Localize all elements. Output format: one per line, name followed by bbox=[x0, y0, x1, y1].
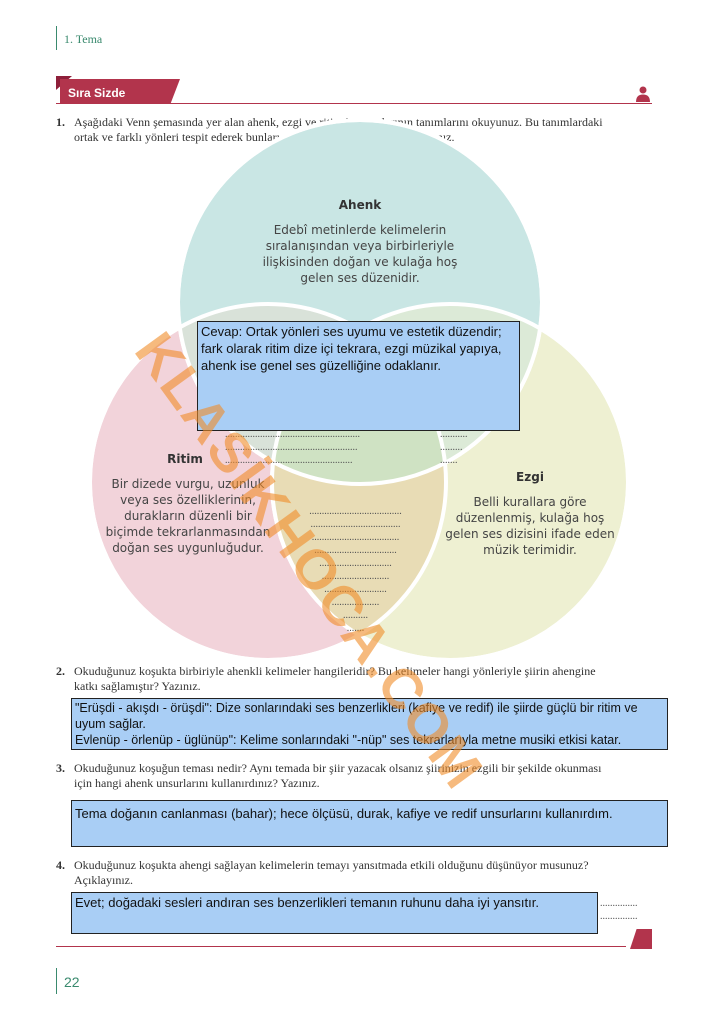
question-4-text-line1: Okuduğunuz koşukta ahengi sağlayan kelim… bbox=[74, 858, 589, 872]
question-3-number: 3. bbox=[56, 761, 65, 775]
answer-3-text: Tema doğanın canlanması (bahar); hece öl… bbox=[75, 806, 613, 821]
answer-box-2[interactable]: "Erüşdi - akışdı - örüşdi": Dize sonları… bbox=[71, 698, 668, 750]
ezgi-definition: Belli kurallara göre düzenlenmiş, kulağa… bbox=[445, 495, 615, 557]
answer-box-4[interactable]: Evet; doğadaki sesleri andıran ses benze… bbox=[71, 892, 598, 934]
answer-1-line3: ahenk ise genel ses güzelliğine odaklanı… bbox=[201, 358, 441, 373]
section-rule bbox=[56, 103, 652, 104]
answer-2-line2: uyum sağlar. bbox=[75, 717, 146, 731]
person-icon bbox=[636, 86, 650, 102]
answer-2-line1: "Erüşdi - akışdı - örüşdi": Dize sonları… bbox=[75, 701, 638, 715]
answer-box-1[interactable]: Cevap: Ortak yönleri ses uyumu ve esteti… bbox=[197, 321, 520, 431]
header-accent-line bbox=[56, 26, 57, 50]
answer-4-text: Evet; doğadaki sesleri andıran ses benze… bbox=[75, 895, 539, 910]
question-2-number: 2. bbox=[56, 664, 65, 678]
answer-box-3[interactable]: Tema doğanın canlanması (bahar); hece öl… bbox=[71, 800, 668, 847]
answer-1-line2: fark olarak ritim dize içi tekrara, ezgi… bbox=[201, 341, 502, 356]
question-4-answer-lines: ............... ............... bbox=[600, 898, 638, 922]
chapter-label: 1. Tema bbox=[64, 32, 103, 46]
ahenk-ritim-answer-lines: ........................................… bbox=[225, 429, 360, 466]
question-1-number: 1. bbox=[56, 115, 65, 129]
question-2-text-line2: katkı sağlamıştır? Yazınız. bbox=[74, 679, 201, 693]
ritim-definition: Bir dizede vurgu, uzunluk veya ses özell… bbox=[105, 477, 271, 555]
question-3-text-line2: için hangi ahenk unsurlarını kullanırdın… bbox=[74, 776, 320, 790]
ahenk-title: Ahenk bbox=[338, 198, 382, 212]
page-number: 22 bbox=[64, 974, 80, 990]
ritim-ezgi-answer-lines: ..................................... ..… bbox=[309, 506, 402, 634]
section-tab-label: Sıra Sizde bbox=[68, 86, 126, 100]
question-4-text-line2: Açıklayınız. bbox=[74, 873, 133, 887]
question-2-text-line1: Okuduğunuz koşukta birbiriyle ahenkli ke… bbox=[74, 664, 596, 678]
ahenk-ezgi-answer-lines: ........... ......... ....... bbox=[440, 429, 468, 466]
answer-2-line3: Evlenüp - örlenüp - üglünüp": Kelime son… bbox=[75, 733, 622, 747]
footer-decoration bbox=[630, 929, 652, 949]
question-3-text-line1: Okuduğunuz koşuğun teması nedir? Aynı te… bbox=[74, 761, 602, 775]
ritim-title: Ritim bbox=[167, 452, 203, 466]
footer-rule bbox=[56, 946, 626, 947]
ezgi-title: Ezgi bbox=[516, 470, 544, 484]
answer-1-line1: Cevap: Ortak yönleri ses uyumu ve esteti… bbox=[201, 324, 502, 339]
ahenk-definition: Edebî metinlerde kelimelerin sıralanışın… bbox=[262, 223, 458, 285]
section-tab bbox=[60, 79, 180, 104]
footer-accent-line bbox=[56, 968, 57, 994]
question-4-number: 4. bbox=[56, 858, 65, 872]
